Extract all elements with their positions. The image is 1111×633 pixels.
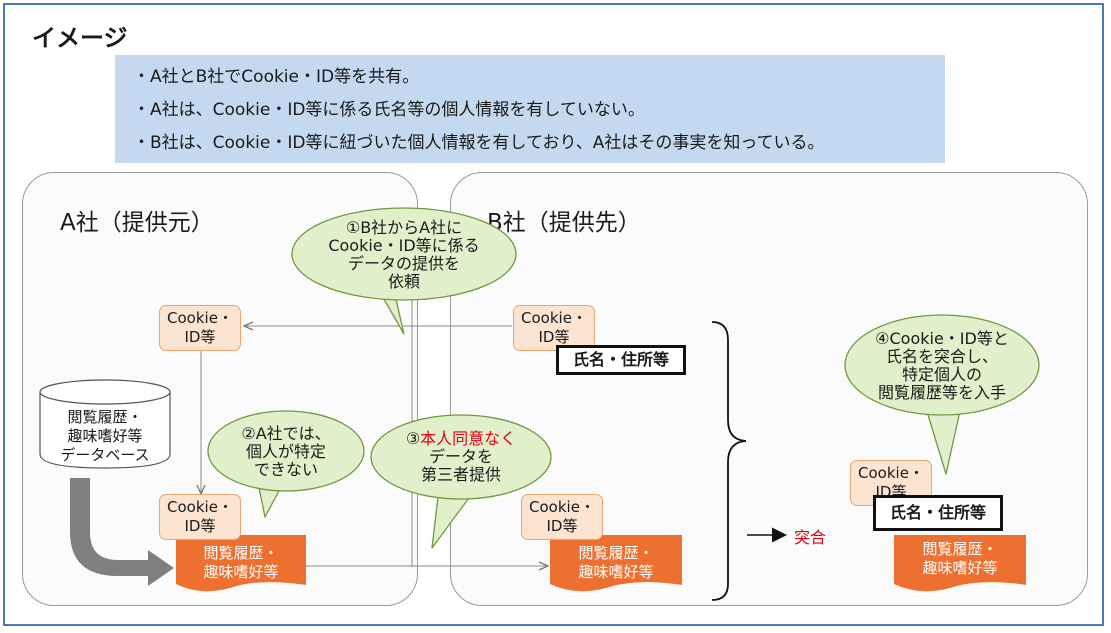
company-b-label: B社（提供先） [487, 210, 641, 236]
browsing-doc-b [550, 535, 682, 592]
bubble-4 [844, 314, 1040, 475]
match-brace [711, 321, 747, 601]
bubble-2 [207, 410, 365, 518]
bubble-line: ④Cookie・ID等と [875, 329, 1009, 348]
browsing-doc-b-text: 閲覧履歴・ 趣味嗜好等 [550, 544, 682, 582]
doc-label: 閲覧履歴・ [922, 540, 998, 558]
bubble-line: データの提供を [347, 254, 460, 273]
name-address-box-b: 氏名・住所等 [556, 345, 686, 375]
bubble-line: 氏名を突合し、 [885, 347, 998, 366]
figure-frame [3, 3, 1104, 626]
bubble-line: ②A社では、 [241, 424, 331, 443]
page-title: イメージ [32, 24, 128, 52]
company-a-label: A社（提供元） [60, 210, 214, 236]
doc-label: 閲覧履歴・ [578, 544, 654, 562]
cookie-label: ID等 [546, 517, 578, 535]
bubble-line: できない [253, 460, 318, 479]
cookie-id-box-b-top: Cookie・ ID等 [513, 305, 595, 351]
doc-label: 趣味嗜好等 [578, 563, 654, 581]
bubble-3 [370, 414, 552, 549]
bubble-1 [291, 207, 517, 335]
cookie-id-box-a-top: Cookie・ ID等 [159, 305, 241, 351]
bubble-prefix: ③ [405, 429, 421, 448]
database-icon [39, 379, 171, 469]
database-flow-arrow-body [70, 478, 174, 586]
no-consent-highlight: 本人同意なく [420, 429, 517, 448]
cookie-label: ID等 [184, 517, 216, 535]
doc-label: 閲覧履歴・ [203, 544, 279, 562]
browsing-doc-result-text: 閲覧履歴・ 趣味嗜好等 [894, 540, 1026, 578]
bubble-1-text: ①B社からA社に Cookie・ID等に係る データの提供を 依頼 [304, 219, 504, 291]
bubble-line: 個人が特定 [245, 442, 326, 461]
doc-label: 趣味嗜好等 [922, 559, 998, 577]
bubble-line: 閲覧履歴等を入手 [877, 383, 1006, 402]
bubble-line: ①B社からA社に [345, 218, 463, 237]
bubble-line: 第三者提供 [420, 465, 501, 484]
browsing-doc-result [894, 535, 1026, 592]
cookie-label: ID等 [538, 328, 570, 346]
bubble-2-text: ②A社では、 個人が特定 できない [226, 425, 346, 479]
cookie-label: Cookie・ [529, 498, 595, 516]
bubble-line: データを [428, 447, 493, 466]
bubble-line: 依頼 [387, 272, 420, 291]
cookie-label: Cookie・ [167, 309, 233, 327]
cookie-label: Cookie・ [521, 309, 587, 327]
cookie-id-box-a-bottom: Cookie・ ID等 [159, 494, 241, 540]
summary-box: ・A社とB社でCookie・ID等を共有。 ・A社は、Cookie・ID等に係る… [115, 55, 945, 163]
summary-line: ・A社とB社でCookie・ID等を共有。 [133, 67, 420, 87]
summary-line: ・B社は、Cookie・ID等に紐づいた個人情報を有しており、A社はその事実を知… [133, 133, 825, 153]
browsing-doc-a-text: 閲覧履歴・ 趣味嗜好等 [176, 544, 306, 582]
cookie-id-box-b-bottom: Cookie・ ID等 [521, 494, 603, 540]
cookie-label: Cookie・ [167, 498, 233, 516]
match-label: 突合 [794, 528, 827, 547]
database-line: 閲覧履歴・ [67, 408, 143, 426]
bubble-line: Cookie・ID等に係る [328, 236, 480, 255]
database-label: 閲覧履歴・ 趣味嗜好等 データベース [40, 408, 170, 465]
cookie-label: ID等 [184, 328, 216, 346]
bubble-4-text: ④Cookie・ID等と 氏名を突合し、 特定個人の 閲覧履歴等を入手 [862, 330, 1022, 402]
bubble-line: ③本人同意なく [386, 430, 536, 448]
browsing-doc-a [176, 535, 306, 592]
database-line: 趣味嗜好等 [67, 427, 143, 445]
bubble-3-text: ③本人同意なく データを 第三者提供 [386, 430, 536, 484]
summary-line: ・A社は、Cookie・ID等に係る氏名等の個人情報を有していない。 [133, 100, 645, 120]
database-line: データベース [60, 446, 150, 464]
bubble-line: 特定個人の [901, 365, 982, 384]
name-address-box-result: 氏名・住所等 [873, 495, 1003, 531]
doc-label: 趣味嗜好等 [203, 563, 279, 581]
cookie-label: Cookie・ [858, 464, 924, 482]
